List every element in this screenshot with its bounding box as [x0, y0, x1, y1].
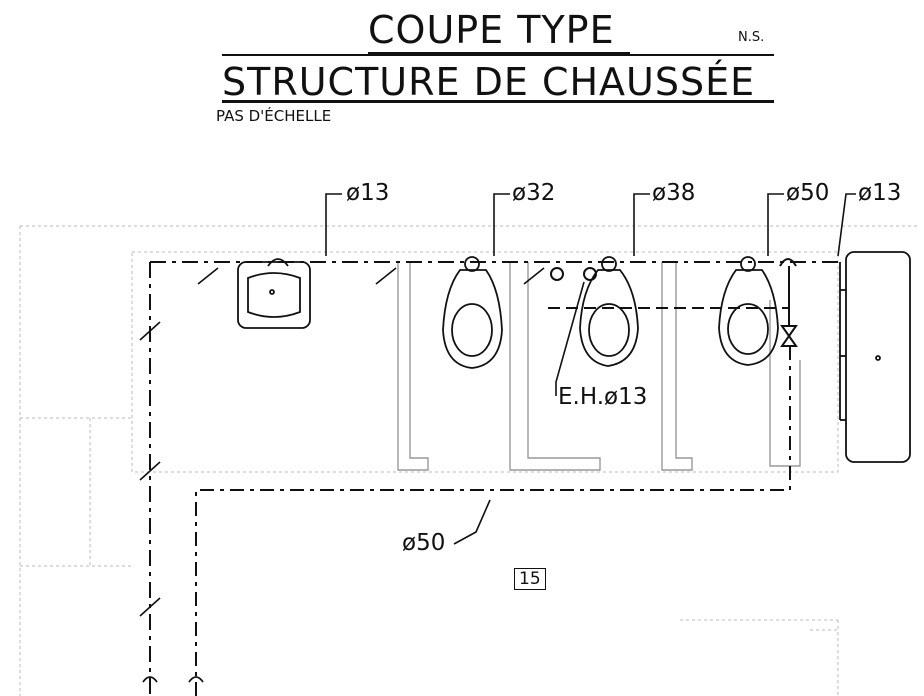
water-heater — [839, 251, 911, 463]
pipe-break-marks — [139, 267, 545, 617]
urinal-1 — [442, 269, 503, 369]
supply-piping — [149, 258, 840, 696]
pipe-ends — [142, 676, 204, 683]
toilet-partitions — [397, 262, 801, 471]
title-coupe-type: COUPE TYPE — [368, 8, 615, 52]
urinal-3 — [718, 269, 779, 366]
scale-note: N.S. — [738, 30, 765, 45]
title-underline-1 — [368, 52, 630, 55]
drain-piping — [195, 346, 791, 696]
title-underline-2 — [222, 54, 774, 56]
title-structure: STRUCTURE DE CHAUSSÉE — [222, 60, 756, 104]
label-hot-water: E.H.ø13 — [558, 384, 648, 410]
label-urinal-2-supply: ø38 — [652, 180, 696, 206]
label-urinal-3-supply: ø50 — [786, 180, 830, 206]
title-underline-3 — [222, 100, 774, 103]
room-number-tag: 15 — [514, 568, 546, 590]
sink-fixture — [237, 258, 311, 329]
urinal-fixtures — [442, 256, 779, 369]
urinal-2 — [579, 269, 639, 367]
label-heater-supply: ø13 — [858, 180, 902, 206]
label-urinal-1-supply: ø32 — [512, 180, 556, 206]
label-drain: ø50 — [402, 530, 446, 556]
scale-text: PAS D'ÉCHELLE — [216, 107, 332, 125]
label-sink-supply: ø13 — [346, 180, 390, 206]
leader-lines — [325, 193, 856, 545]
building-walls — [19, 225, 920, 696]
